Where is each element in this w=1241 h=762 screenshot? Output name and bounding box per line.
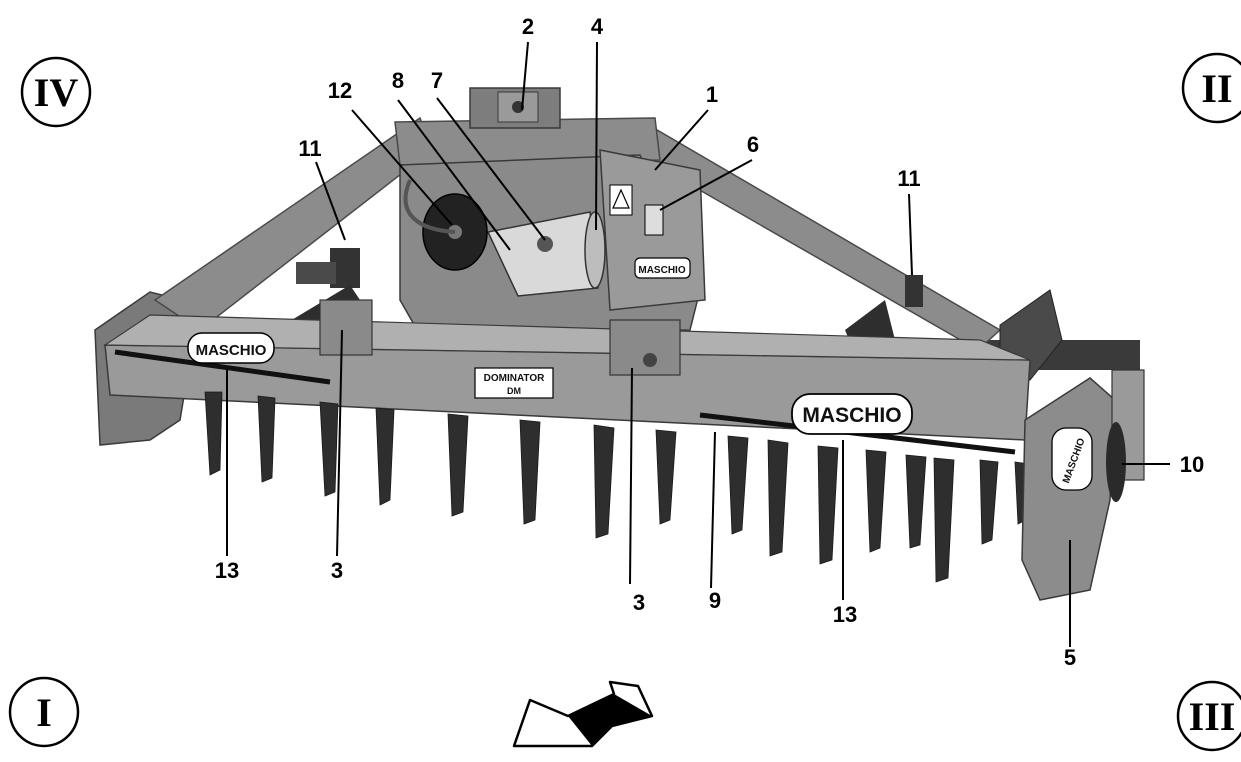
quadrant-marker-ii: II <box>1181 52 1241 124</box>
info-decal <box>644 204 664 236</box>
callout-3-right: 3 <box>633 590 645 615</box>
pto-shield <box>486 211 606 297</box>
quadrant-label-i: I <box>36 690 52 735</box>
right-brand-logo-text: MASCHIO <box>802 404 901 427</box>
callout-13-left: 13 <box>215 558 239 583</box>
machine: MASCHIO <box>94 87 1145 601</box>
model-code-text: DM <box>507 386 521 396</box>
right-depth-mount <box>609 319 681 376</box>
model-plate: DOMINATOR DM <box>474 367 554 399</box>
callout-2: 2 <box>522 14 534 39</box>
roller-hub <box>1106 422 1126 502</box>
quadrant-label-iv: IV <box>34 70 79 115</box>
callout-13-right: 13 <box>833 602 857 627</box>
travel-direction-arrow-icon <box>512 680 654 748</box>
callout-9: 9 <box>709 588 721 613</box>
quadrant-marker-iv: IV <box>20 56 92 128</box>
left-brand-logo-text: MASCHIO <box>196 342 267 359</box>
callout-10: 10 <box>1180 452 1204 477</box>
three-point-hitch <box>469 87 561 129</box>
leader-lines <box>226 41 1170 647</box>
callout-7: 7 <box>431 68 443 93</box>
gearbox-logo-text: MASCHIO <box>638 265 685 276</box>
model-name-text: DOMINATOR <box>484 373 546 384</box>
side-plate-logo: MASCHIO <box>1051 427 1093 491</box>
quadrant-label-ii: II <box>1201 66 1232 111</box>
left-leveling-bar <box>114 349 331 385</box>
right-brand-logo: MASCHIO <box>791 393 913 435</box>
callout-8: 8 <box>392 68 404 93</box>
callout-11-right: 11 <box>897 166 920 191</box>
gearbox-logo: MASCHIO <box>634 257 691 279</box>
quadrant-label-iii: III <box>1189 694 1236 739</box>
callout-11-left: 11 <box>298 136 321 161</box>
left-frame-arm <box>153 116 433 331</box>
quadrant-marker-i: I <box>8 676 80 748</box>
quadrant-marker-iii: III <box>1176 680 1241 752</box>
callout-12: 12 <box>328 78 352 103</box>
left-brand-logo: MASCHIO <box>187 332 275 364</box>
callout-3-left: 3 <box>331 558 343 583</box>
callout-1: 1 <box>706 82 718 107</box>
callout-6: 6 <box>747 132 759 157</box>
left-depth-mount <box>319 299 373 356</box>
hydraulic-hose <box>403 179 456 234</box>
callout-5: 5 <box>1064 645 1076 670</box>
tines <box>204 391 1031 583</box>
callout-4: 4 <box>591 14 604 39</box>
